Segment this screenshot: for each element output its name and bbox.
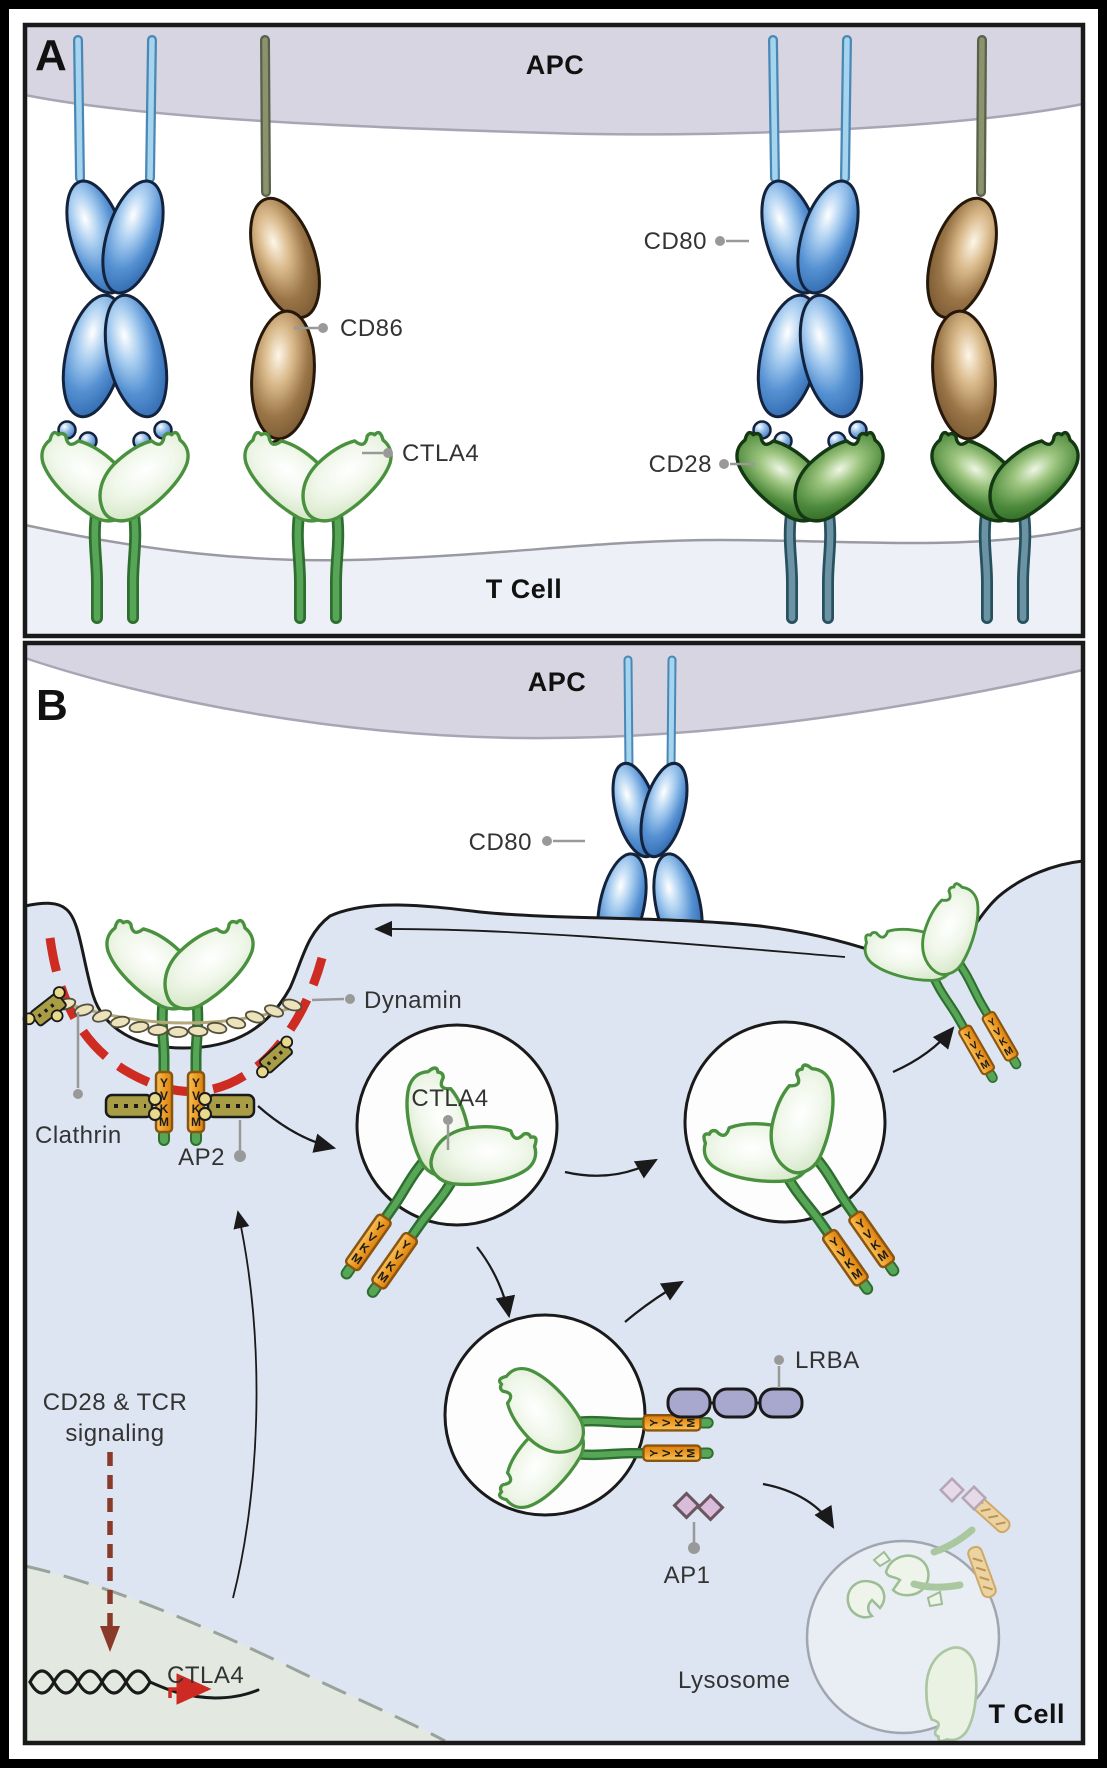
- arrow-vesicle1-to-vesicle2: [564, 1158, 658, 1179]
- dynamin-end-right: [256, 1035, 294, 1079]
- nucleus: [25, 1566, 445, 1741]
- ap2-label: AP2: [178, 1144, 225, 1171]
- degraded-ctla4-stalk: [930, 1526, 976, 1556]
- lysosome: [805, 1476, 1011, 1744]
- clathrin-label: Clathrin: [35, 1122, 122, 1149]
- vesicle-sorting: [443, 1313, 713, 1522]
- lrba-callout: LRBA: [774, 1347, 860, 1388]
- cd28-label: CD28: [649, 451, 712, 478]
- tcell-label-b: T Cell: [988, 1699, 1065, 1729]
- signaling-arrowhead: [100, 1626, 120, 1652]
- signaling-text-line2: signaling: [65, 1420, 164, 1447]
- arrow-gene-to-membrane: [232, 1210, 258, 1599]
- dna-helix-strand: [28, 1669, 152, 1695]
- cd86-label: CD86: [340, 315, 403, 342]
- cd80-callout: CD80: [644, 228, 749, 255]
- dynamin-label: Dynamin: [364, 987, 462, 1014]
- arrow-to-lysosome: [762, 1482, 835, 1529]
- lrba-protein: [666, 1387, 804, 1419]
- cd86-callout: CD86: [294, 315, 403, 342]
- dynamin-end-left: [22, 986, 67, 1027]
- ctla4-label: CTLA4: [402, 440, 479, 467]
- apc-membrane-a: [25, 25, 1083, 135]
- dynamin-callout: Dynamin: [311, 987, 462, 1014]
- arrow-sorting-to-vesicle2: [624, 1280, 684, 1323]
- apc-membrane-edge-a: [24, 93, 1084, 136]
- faded-ap1-diamond: [938, 1476, 966, 1504]
- ap2-callout: AP2: [178, 1120, 246, 1171]
- signaling-text-line1: CD28 & TCR: [43, 1389, 188, 1416]
- degraded-ctla4-fragment: [846, 1579, 886, 1619]
- clathrin-callout: Clathrin: [35, 1012, 122, 1149]
- panel-a-letter: A: [35, 31, 67, 80]
- apc-label-a: APC: [526, 50, 585, 80]
- arrow-vesicle2-to-membrane: [892, 1026, 955, 1074]
- vesicle-early: CTLA4: [285, 1023, 563, 1337]
- apc-membrane-b: [25, 643, 1083, 739]
- lrba-label: LRBA: [795, 1347, 860, 1374]
- arrow-vesicle1-to-sorting: [476, 1246, 516, 1319]
- cd80-label: CD80: [644, 228, 707, 255]
- tcell-label-a: T Cell: [486, 574, 563, 604]
- ap1-label: AP1: [664, 1562, 711, 1589]
- panel-b-letter: B: [36, 681, 68, 730]
- nucleus-envelope: [24, 1564, 446, 1743]
- panel-b-border: [22, 640, 1086, 1746]
- panel-a: A APC T Cell CD86 CTLA4 CD80 CD28: [22, 22, 1093, 639]
- apc-membrane-edge-b: [24, 656, 1084, 740]
- gene-line: [148, 1680, 260, 1700]
- tcell-region-a: [25, 525, 1083, 636]
- arrow-pit-to-vesicle: [257, 1105, 337, 1153]
- cd28-callout: CD28: [649, 451, 756, 478]
- cd80-label-b: CD80: [469, 829, 532, 856]
- arrow-recycle-to-synapse: [374, 920, 846, 958]
- degraded-ctla4-stalk: [910, 1580, 964, 1591]
- degraded-fragment: [872, 1550, 892, 1568]
- cd80-callout-b: CD80: [469, 829, 585, 856]
- degraded-fragment: [926, 1590, 944, 1608]
- lysosome-label: Lysosome: [678, 1667, 791, 1694]
- faded-ap1-diamond: [960, 1484, 988, 1512]
- ctla4-vesicle-label: CTLA4: [411, 1085, 488, 1112]
- dynamin-collar: [22, 986, 303, 1079]
- panel-b: CD80: [22, 640, 1086, 1746]
- signaling-annotation: CD28 & TCR signaling: [43, 1389, 188, 1652]
- vesicle-recycling: [677, 1020, 955, 1334]
- panel-a-border: [22, 22, 1086, 639]
- degraded-tail: [967, 1545, 997, 1599]
- apc-label-b: APC: [528, 667, 587, 697]
- dna-helix-strand: [28, 1669, 152, 1695]
- ap2-complex: [104, 1092, 256, 1121]
- ctla4-gene-label: CTLA4: [167, 1662, 244, 1689]
- transcription-arrow: [168, 1673, 212, 1705]
- ap1-complex: AP1: [664, 1491, 725, 1589]
- ctla4-callout: CTLA4: [362, 440, 479, 467]
- ctla4-gene: CTLA4: [28, 1662, 260, 1705]
- tcell-membrane-a: [24, 523, 1084, 562]
